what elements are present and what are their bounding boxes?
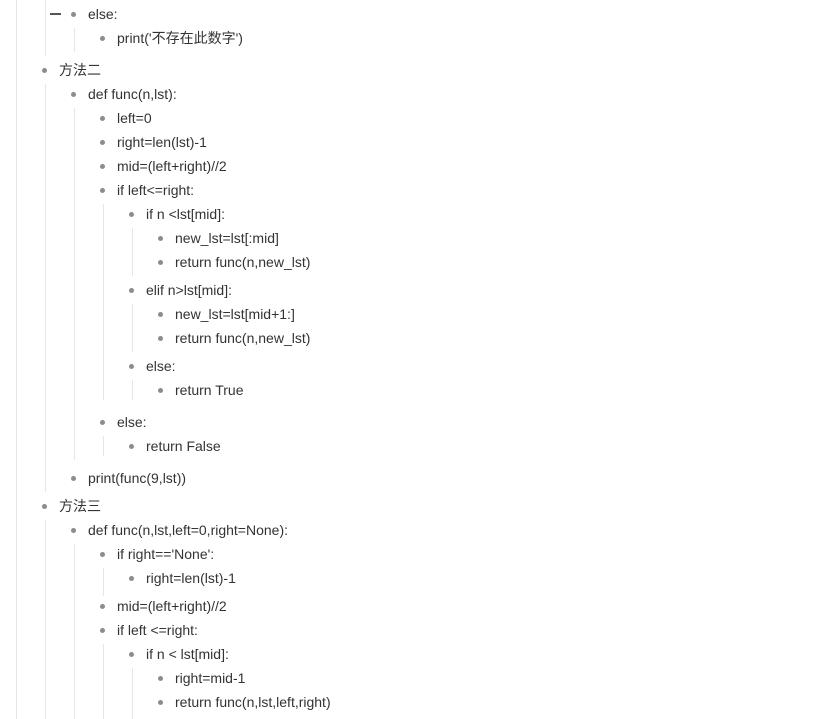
outline-item-text[interactable]: if left <=right: — [117, 622, 198, 638]
bullet-icon[interactable] — [158, 259, 163, 265]
outline-item-text[interactable]: print('不存在此数字') — [117, 30, 243, 46]
outline-item-text[interactable]: mid=(left+right)//2 — [117, 598, 227, 614]
outline-item-text[interactable]: return False — [146, 438, 221, 454]
bullet-icon[interactable] — [129, 287, 134, 293]
outline-item-text[interactable]: return True — [175, 382, 244, 398]
outline-item-text[interactable]: def func(n,lst): — [88, 86, 177, 102]
indent-guide — [45, 0, 46, 56]
outline-item-text[interactable]: 方法三 — [59, 498, 101, 514]
indent-guide — [16, 0, 17, 719]
indent-guide — [74, 544, 75, 719]
collapse-icon[interactable] — [50, 13, 61, 15]
outline-item-text[interactable]: mid=(left+right)//2 — [117, 158, 227, 174]
indent-guide — [132, 228, 133, 276]
outline-item-text[interactable]: new_lst=lst[:mid] — [175, 230, 279, 246]
bullet-icon[interactable] — [100, 115, 105, 121]
outline-item-text[interactable]: right=mid-1 — [175, 670, 246, 686]
indent-guide — [132, 668, 133, 719]
bullet-icon[interactable] — [71, 11, 76, 17]
bullet-icon[interactable] — [100, 139, 105, 145]
outline-item-text[interactable]: left=0 — [117, 110, 152, 126]
bullet-icon[interactable] — [42, 67, 47, 73]
bullet-icon[interactable] — [129, 211, 134, 217]
outline-item-text[interactable]: if n <lst[mid]: — [146, 206, 225, 222]
bullet-icon[interactable] — [100, 551, 105, 557]
indent-guide — [132, 380, 133, 400]
outline-item-text[interactable]: 方法二 — [59, 62, 101, 78]
bullet-icon[interactable] — [71, 91, 76, 97]
bullet-icon[interactable] — [158, 311, 163, 317]
bullet-icon[interactable] — [42, 503, 47, 509]
outline-item-text[interactable]: return func(n,new_lst) — [175, 330, 311, 346]
bullet-icon[interactable] — [129, 575, 134, 581]
outline-item-text[interactable]: else: — [88, 6, 118, 22]
bullet-icon[interactable] — [129, 443, 134, 449]
indent-guide — [74, 108, 75, 460]
outline-item-text[interactable]: else: — [146, 358, 176, 374]
outline-item-text[interactable]: if n < lst[mid]: — [146, 646, 229, 662]
bullet-icon[interactable] — [100, 35, 105, 41]
bullet-icon[interactable] — [158, 675, 163, 681]
outline-item-text[interactable]: return func(n,lst,left,right) — [175, 694, 331, 710]
outline-item-text[interactable]: new_lst=lst[mid+1:] — [175, 306, 295, 322]
bullet-icon[interactable] — [158, 335, 163, 341]
indent-guide — [45, 84, 46, 492]
outline-item-text[interactable]: return func(n,new_lst) — [175, 254, 311, 270]
indent-guide — [103, 568, 104, 596]
bullet-icon[interactable] — [100, 163, 105, 169]
bullet-icon[interactable] — [158, 699, 163, 705]
bullet-icon[interactable] — [100, 603, 105, 609]
indent-guide — [103, 436, 104, 456]
indent-guide — [103, 204, 104, 400]
outline-item-text[interactable]: right=len(lst)-1 — [117, 134, 207, 150]
outline-item-text[interactable]: elif n>lst[mid]: — [146, 282, 232, 298]
indent-guide — [103, 644, 104, 719]
outline-item-text[interactable]: print(func(9,lst)) — [88, 470, 187, 486]
bullet-icon[interactable] — [158, 235, 163, 241]
indent-guide — [132, 304, 133, 352]
outline-item-text[interactable]: else: — [117, 414, 147, 430]
outline-item-text[interactable]: right=len(lst)-1 — [146, 570, 236, 586]
bullet-icon[interactable] — [158, 387, 163, 393]
bullet-icon[interactable] — [100, 187, 105, 193]
bullet-icon[interactable] — [129, 651, 134, 657]
indent-guide — [74, 28, 75, 52]
bullet-icon[interactable] — [100, 419, 105, 425]
outline-item-text[interactable]: def func(n,lst,left=0,right=None): — [88, 522, 288, 538]
outline-item-text[interactable]: if left<=right: — [117, 182, 195, 198]
bullet-icon[interactable] — [71, 475, 76, 481]
bullet-icon[interactable] — [129, 363, 134, 369]
bullet-icon[interactable] — [71, 527, 76, 533]
outline-item-text[interactable]: if right=='None': — [117, 546, 215, 562]
indent-guide — [45, 520, 46, 719]
bullet-icon[interactable] — [100, 627, 105, 633]
